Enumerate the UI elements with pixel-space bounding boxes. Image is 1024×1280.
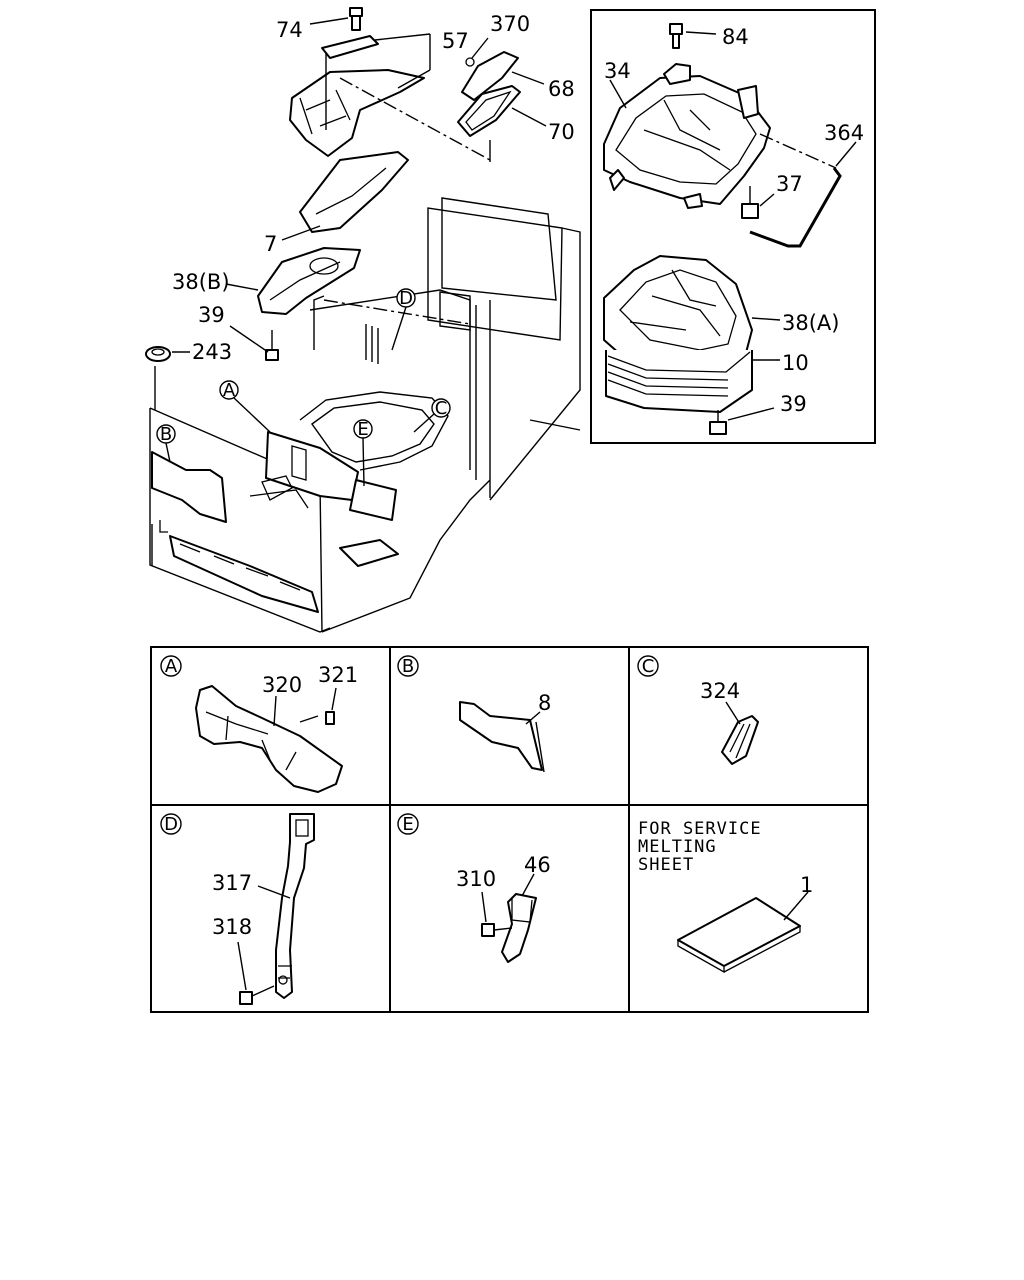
callout-370: 370 [490, 12, 530, 36]
callout-70: 70 [548, 120, 575, 144]
part-38a-pad [603, 255, 781, 375]
view-marker-B: B [156, 424, 176, 463]
callout-1: 1 [800, 873, 813, 897]
callout-34: 34 [604, 59, 631, 83]
svg-text:B: B [160, 424, 172, 445]
part-364-wire [749, 141, 857, 248]
callout-57: 57 [442, 29, 469, 53]
callout-317: 317 [212, 871, 252, 895]
svg-text:D: D [399, 288, 413, 309]
callout-7: 7 [264, 232, 277, 256]
part-7-panel [281, 151, 409, 241]
callout-364: 364 [824, 121, 864, 145]
callout-84: 84 [722, 25, 749, 49]
detail-panel-E: E [397, 813, 537, 963]
part-37-nut [741, 186, 775, 219]
callout-46: 46 [524, 853, 551, 877]
detail-panel-C: C [637, 655, 759, 765]
part-74-bolt [309, 7, 363, 31]
callout-318: 318 [212, 915, 252, 939]
callout-320: 320 [262, 673, 302, 697]
callout-37: 37 [776, 172, 803, 196]
detail-panel-B: B [397, 655, 545, 773]
svg-text:B: B [402, 656, 414, 677]
callout-310: 310 [456, 867, 496, 891]
callout-39-box: 39 [780, 392, 807, 416]
detail-grid [150, 646, 869, 1013]
callout-8: 8 [538, 691, 551, 715]
view-marker-C: C [413, 398, 451, 433]
callout-243: 243 [192, 340, 232, 364]
detail-box-spare-cover [590, 9, 876, 444]
caption-line-1: FOR SERVICE [638, 819, 762, 839]
callout-39: 39 [198, 303, 225, 327]
detail-panel-melting-sheet: FOR SERVICE MELTING SHEET [638, 819, 809, 974]
callout-68: 68 [548, 77, 575, 101]
part-34-tray [603, 63, 837, 209]
view-marker-D: D [391, 288, 416, 351]
svg-text:A: A [223, 380, 236, 401]
callout-38a: 38(A) [782, 311, 839, 335]
caption-line-3: SHEET [638, 855, 694, 875]
svg-text:A: A [165, 656, 178, 677]
callout-10: 10 [782, 351, 809, 375]
callout-321: 321 [318, 663, 358, 687]
part-39-clip [229, 325, 279, 361]
detail-panel-D: D [160, 813, 315, 1005]
svg-text:C: C [435, 398, 448, 419]
svg-text:E: E [402, 814, 413, 835]
view-marker-A: A [219, 380, 271, 433]
part-57-bracket [289, 33, 491, 161]
part-243-grommet [145, 346, 190, 410]
detail-panel-A: A [160, 655, 343, 793]
svg-text:C: C [642, 656, 655, 677]
caption-line-2: MELTING [638, 837, 717, 857]
part-84-bolt [669, 23, 717, 49]
part-38b-panel [225, 247, 361, 315]
part-39-clip-box [709, 407, 775, 435]
svg-text:D: D [164, 814, 178, 835]
callout-324: 324 [700, 679, 740, 703]
view-marker-E: E [353, 419, 373, 487]
part-68-cover [457, 37, 547, 162]
svg-text:E: E [357, 419, 368, 440]
callout-74: 74 [276, 18, 303, 42]
callout-38b: 38(B) [172, 270, 230, 294]
vehicle-floor-body [149, 197, 581, 633]
part-10-mat [605, 350, 780, 413]
